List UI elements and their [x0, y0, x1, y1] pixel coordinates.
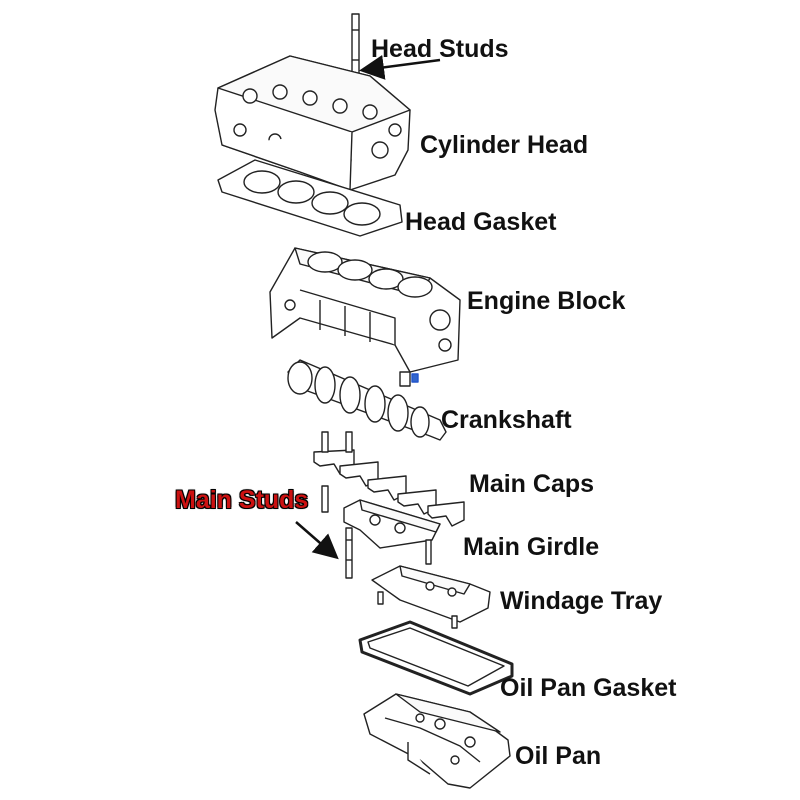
label-main-girdle: Main Girdle [463, 533, 600, 561]
engine-block-part [269, 247, 461, 373]
crankshaft-part [287, 359, 447, 441]
main-caps-part [313, 431, 465, 527]
label-head-gasket: Head Gasket [405, 208, 557, 236]
label-oil-pan: Oil Pan [515, 742, 602, 770]
label-head-studs: Head Studs [371, 35, 509, 63]
label-oil-pan-gasket: Oil Pan Gasket [500, 674, 677, 702]
label-engine-block: Engine Block [467, 287, 626, 315]
main-studs-part [321, 485, 353, 579]
cylinder-head-part [214, 55, 411, 191]
label-windage-tray: Windage Tray [500, 587, 663, 615]
label-main-studs: Main Studs [175, 486, 309, 514]
label-crankshaft: Crankshaft [441, 406, 572, 434]
main-studs-arrow [295, 521, 339, 560]
head-gasket-part [217, 159, 403, 237]
oil-pan-gasket-part [358, 620, 514, 696]
main-girdle-part [343, 499, 441, 565]
label-cylinder-head: Cylinder Head [420, 131, 589, 159]
head-studs-arrow [359, 54, 441, 80]
oil-pan-part [363, 693, 511, 789]
windage-tray-part [371, 565, 491, 629]
label-main-caps: Main Caps [469, 470, 595, 498]
